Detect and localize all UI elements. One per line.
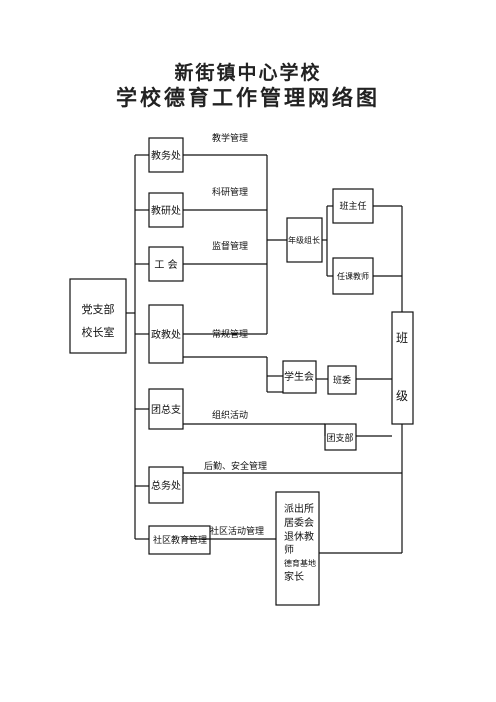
community-line-5: 德育基地	[284, 558, 316, 568]
node-banji-2: 级	[396, 389, 408, 403]
edge-label-zhengjiao: 常规管理	[212, 328, 248, 340]
node-banji-1: 班	[396, 331, 408, 345]
title-school: 新街镇中心学校	[174, 62, 322, 84]
node-renkejiaoshi: 任课教师	[337, 271, 369, 281]
edge-label-jiaoyan: 科研管理	[212, 186, 248, 198]
node-shequ: 社区教育管理	[153, 534, 207, 546]
community-line-3: 退休教	[284, 530, 314, 543]
node-tuanzhibu: 团支部	[326, 432, 353, 444]
edge-label-zongwu: 后勤、安全管理	[204, 460, 267, 472]
community-line-4: 师	[284, 543, 294, 556]
node-xueshenghui: 学生会	[284, 370, 314, 383]
community-line-6: 家长	[284, 570, 304, 583]
edge-label-shequ: 社区活动管理	[210, 525, 264, 537]
node-party-line1: 党支部	[82, 302, 115, 316]
node-nianjizu: 年级组长	[288, 235, 320, 245]
edge-label-gonghui: 监督管理	[212, 240, 248, 252]
node-zongwu: 总务处	[151, 479, 181, 492]
node-party-line2: 校长室	[82, 325, 115, 339]
node-banwei: 班委	[333, 374, 351, 386]
edge-label-jiaowu: 教学管理	[212, 132, 248, 144]
node-tuanzongzhi: 团总支	[151, 403, 181, 416]
edge-label-tuanzongzhi: 组织活动	[212, 409, 248, 421]
title-diagram: 学校德育工作管理网络图	[116, 85, 380, 110]
node-zhengjiao: 政教处	[151, 328, 181, 341]
node-jiaoyan: 教研处	[151, 204, 181, 217]
community-line-2: 居委会	[284, 516, 314, 529]
node-gonghui: 工 会	[154, 258, 177, 271]
community-line-1: 派出所	[284, 502, 314, 515]
node-jiaowu: 教务处	[151, 149, 181, 162]
node-banzhuren: 班主任	[339, 200, 366, 212]
